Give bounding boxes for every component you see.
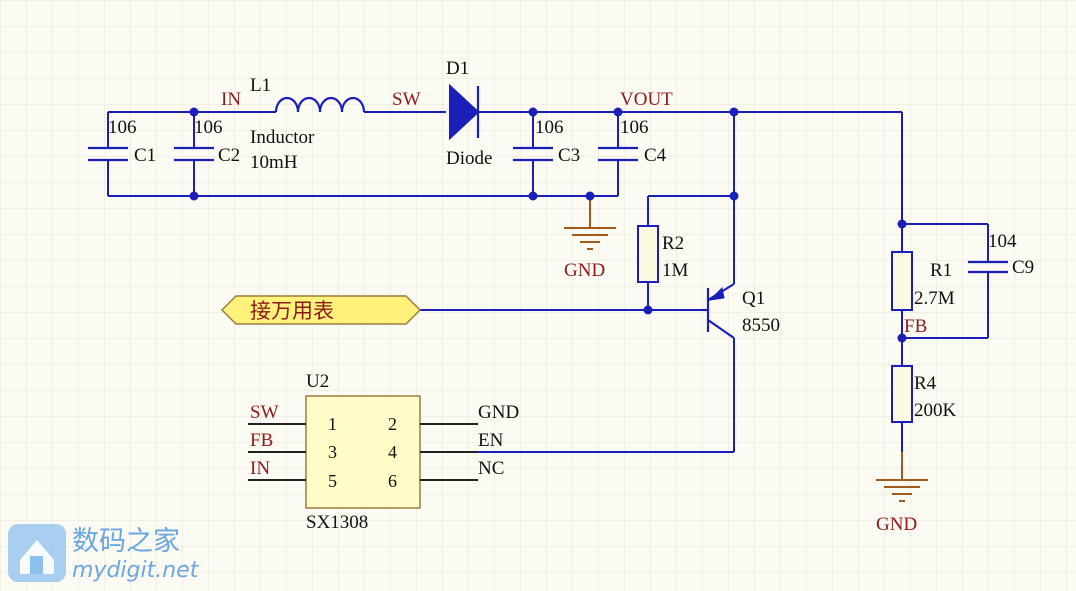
ic-u2[interactable]: U2 SX1308 1 2 3 4 5 6 SW FB IN GND EN NC (248, 371, 519, 533)
capacitor-c1[interactable]: 106 C1 (88, 117, 156, 166)
diode-triangle (449, 83, 480, 141)
u2-net-nc: NC (478, 458, 504, 479)
junctions (189, 107, 907, 343)
r1-value: 2.7M (914, 288, 955, 309)
net-label-fb: FB (904, 316, 927, 337)
q1-ref: Q1 (742, 288, 765, 309)
watermark: 数码之家 mydigit.net (8, 524, 200, 583)
c3-value: 106 (535, 117, 564, 138)
junction (189, 107, 199, 117)
junction (897, 333, 907, 343)
junction (528, 191, 538, 201)
r4-value: 200K (914, 400, 957, 421)
net-label-in: IN (221, 89, 241, 110)
c4-value: 106 (620, 117, 649, 138)
net-label-sw: SW (392, 89, 421, 110)
port-shape (220, 295, 422, 325)
c2-value: 106 (194, 117, 223, 138)
u2-pin-5: 5 (328, 471, 337, 491)
r2-ref: R2 (662, 233, 684, 254)
resistor-r1[interactable]: R1 2.7M (891, 251, 955, 311)
junction (729, 107, 739, 117)
junction (585, 191, 595, 201)
d1-type: Diode (446, 148, 492, 169)
watermark-cn: 数码之家 (72, 526, 180, 557)
house-door-icon (30, 556, 43, 574)
junction (897, 219, 907, 229)
q1-value: 8550 (742, 315, 780, 336)
resistor-r2[interactable]: R2 1M (637, 225, 689, 283)
inductor-coil (274, 96, 366, 113)
u2-pin-3: 3 (328, 442, 337, 462)
c4-ref: C4 (644, 145, 667, 166)
u2-net-en: EN (478, 430, 504, 451)
q1-collector-leg (707, 319, 735, 339)
inductor-l1[interactable]: L1 Inductor 10mH (248, 75, 366, 173)
u2-pin-1: 1 (328, 414, 337, 434)
junction (528, 107, 538, 117)
gnd-label-1: GND (564, 260, 605, 281)
junction (613, 107, 623, 117)
port-label: 接万用表 (250, 299, 334, 323)
l1-type: Inductor (250, 127, 315, 148)
c1-ref: C1 (134, 145, 156, 166)
net-label-vout: VOUT (620, 89, 673, 110)
capacitor-c2[interactable]: 106 C2 (174, 117, 240, 166)
r4-ref: R4 (914, 373, 937, 394)
capacitor-c3[interactable]: 106 C3 (513, 117, 580, 166)
junction (189, 191, 199, 201)
u2-ref: U2 (306, 371, 329, 392)
l1-ref: L1 (250, 75, 271, 96)
u2-pin-2: 2 (388, 414, 397, 434)
junction (729, 191, 739, 201)
u2-pin-4: 4 (388, 442, 397, 462)
junction (643, 305, 653, 315)
watermark-url: mydigit.net (72, 558, 200, 583)
c9-value: 104 (988, 231, 1017, 252)
u2-net-in: IN (250, 458, 270, 479)
capacitor-c4[interactable]: 106 C4 (598, 117, 667, 166)
wires (107, 111, 989, 480)
u2-net-fb: FB (250, 430, 273, 451)
r1-ref: R1 (930, 260, 952, 281)
transistor-q1[interactable]: Q1 8550 (702, 283, 780, 339)
u2-pin-6: 6 (388, 471, 397, 491)
c2-ref: C2 (218, 145, 240, 166)
gnd-label-2: GND (876, 514, 917, 535)
port-meter[interactable]: 接万用表 (220, 295, 422, 325)
resistor-r4[interactable]: R4 200K (891, 365, 957, 423)
u2-part: SX1308 (306, 512, 368, 533)
ground-symbol-1: GND (564, 227, 616, 281)
capacitor-c9[interactable]: 104 C9 (968, 231, 1034, 278)
q1-emitter-arrow (708, 286, 725, 301)
r2-value: 1M (662, 260, 689, 281)
u2-net-gnd: GND (478, 402, 519, 423)
c1-value: 106 (108, 117, 137, 138)
diode-d1[interactable]: D1 Diode (446, 58, 492, 169)
c3-ref: C3 (558, 145, 580, 166)
u2-body (305, 395, 421, 509)
l1-value: 10mH (250, 152, 298, 173)
d1-ref: D1 (446, 58, 469, 79)
u2-net-sw: SW (250, 402, 279, 423)
c9-ref: C9 (1012, 257, 1034, 278)
ground-symbol-2: GND (876, 479, 928, 535)
